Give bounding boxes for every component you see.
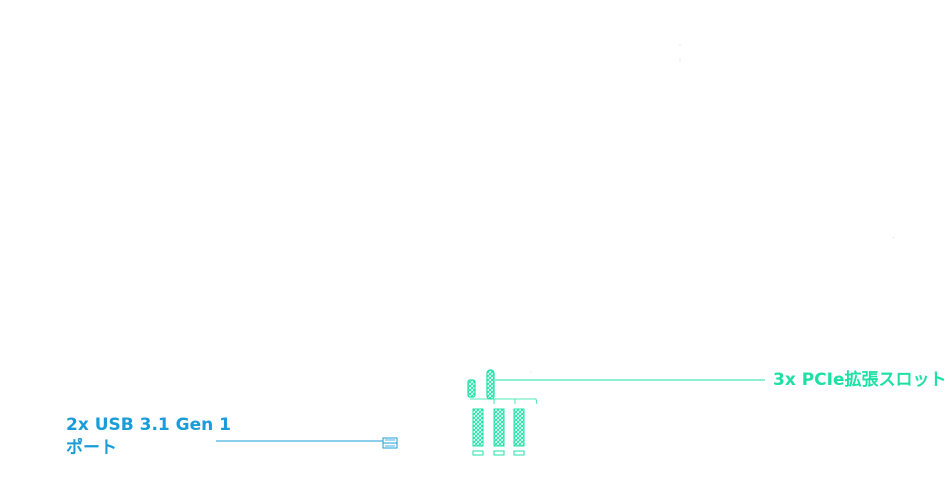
usb-label-line2: ポート [66, 438, 117, 458]
pcie-callout [467, 369, 765, 456]
pcie-slot [472, 408, 484, 456]
pcie-bracket-short [467, 379, 476, 398]
background-specks [530, 44, 895, 373]
pcie-card-outline [470, 398, 538, 405]
pcie-slot [493, 408, 505, 456]
usb-callout-label: 2x USB 3.1 Gen 1 ポート [66, 414, 231, 460]
pcie-bracket-tall [486, 369, 495, 400]
pcie-callout-label: 3x PCIe拡張スロット [773, 370, 947, 390]
pcie-slot [513, 408, 525, 456]
usb-label-line1: 2x USB 3.1 Gen 1 [66, 415, 232, 435]
usb-callout [216, 437, 398, 449]
